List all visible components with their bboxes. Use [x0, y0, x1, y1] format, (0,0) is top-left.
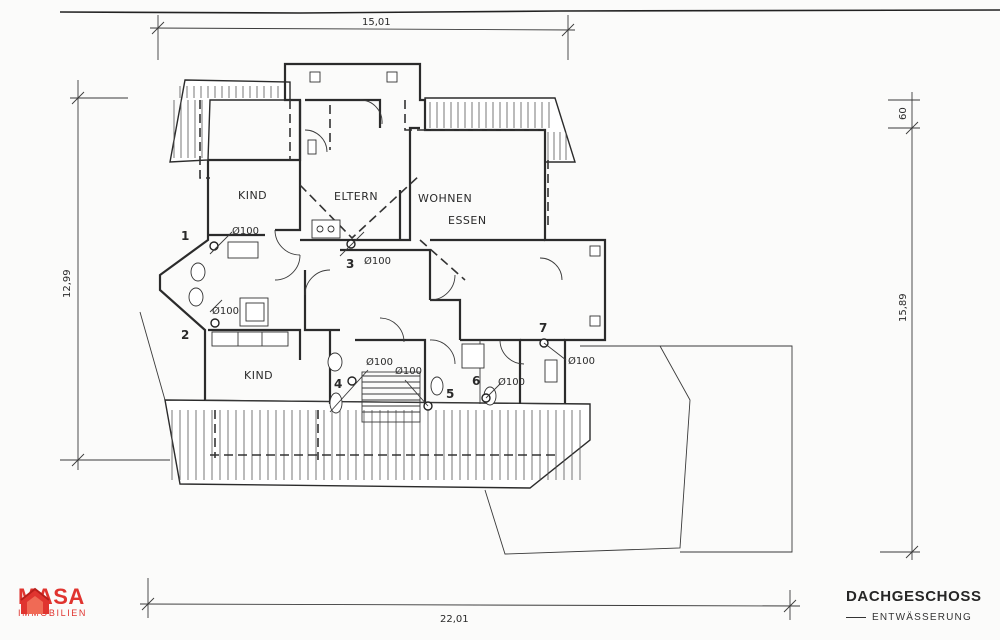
dimension-lines — [60, 15, 920, 620]
drain-number: 1 — [181, 229, 189, 243]
dimension-labels: 15,01 22,01 12,99 15,89 60 — [62, 17, 909, 625]
dimension-left: 12,99 — [62, 269, 73, 298]
drain-marker — [209, 241, 219, 251]
room-label-eltern: ELTERN — [334, 190, 378, 203]
drain-point-2: 2 Ø100 — [181, 299, 239, 342]
drain-pipe-label: Ø100 — [568, 355, 595, 367]
room-label-wohnen: WOHNEN — [418, 192, 472, 205]
dimension-top: 15,01 — [362, 17, 391, 28]
brand-subtitle: IMMOBILIEN — [18, 608, 88, 618]
drain-number: 5 — [446, 387, 454, 401]
roof-dashed-lines — [199, 100, 560, 460]
house-logo-icon — [20, 587, 50, 614]
drain-marker — [346, 239, 356, 249]
drawing-title: DACHGESCHOSS — [846, 588, 982, 605]
drain-point-1: 1 Ø100 — [181, 225, 259, 255]
drain-marker — [347, 376, 357, 386]
drain-number: 3 — [346, 257, 354, 271]
room-label-kind-top: KIND — [238, 189, 267, 202]
drain-point-7: 7 Ø100 — [539, 321, 595, 367]
drain-point-6: 6 Ø100 — [472, 374, 525, 403]
drain-marker — [210, 318, 220, 328]
drain-number: 4 — [334, 377, 342, 391]
drawing-subtitle: ENTWÄSSERUNG — [872, 612, 972, 623]
legend-dash — [846, 616, 866, 619]
drain-point-5: 5 Ø100 — [395, 365, 454, 411]
drain-pipe-label: Ø100 — [395, 365, 422, 377]
room-label-kind-bottom: KIND — [244, 369, 273, 382]
drain-point-4: 4 Ø100 — [329, 356, 393, 413]
drain-points: 1 Ø100 2 Ø100 3 Ø100 4 Ø100 — [181, 225, 595, 413]
drawing-subtitle-row: ENTWÄSSERUNG — [846, 612, 986, 623]
drain-number: 7 — [539, 321, 547, 335]
drain-pipe-label: Ø100 — [212, 305, 239, 317]
brand-logo: MASA IMMOBILIEN — [18, 586, 87, 618]
sanitary-fixtures — [188, 71, 601, 414]
room-labels: KIND ELTERN WOHNEN ESSEN KIND — [238, 189, 487, 382]
drain-pipe-label: Ø100 — [498, 376, 525, 388]
drain-point-3: 3 Ø100 — [339, 231, 391, 271]
room-label-essen: ESSEN — [448, 214, 487, 227]
drain-pipe-label: Ø100 — [232, 225, 259, 237]
title-block: DACHGESCHOSS ENTWÄSSERUNG — [846, 588, 986, 623]
sheet-border-top — [59, 9, 1000, 14]
dimension-right-small: 60 — [898, 107, 909, 120]
drain-pipe-label: Ø100 — [364, 255, 391, 267]
drain-pipe-label: Ø100 — [366, 356, 393, 368]
terrace-outline — [139, 311, 793, 555]
drain-number: 6 — [472, 374, 480, 388]
roof-planes — [164, 79, 591, 489]
dimension-right: 15,89 — [898, 293, 909, 322]
door-swings — [274, 99, 563, 365]
drain-number: 2 — [181, 328, 189, 342]
dimension-bottom: 22,01 — [440, 614, 469, 625]
